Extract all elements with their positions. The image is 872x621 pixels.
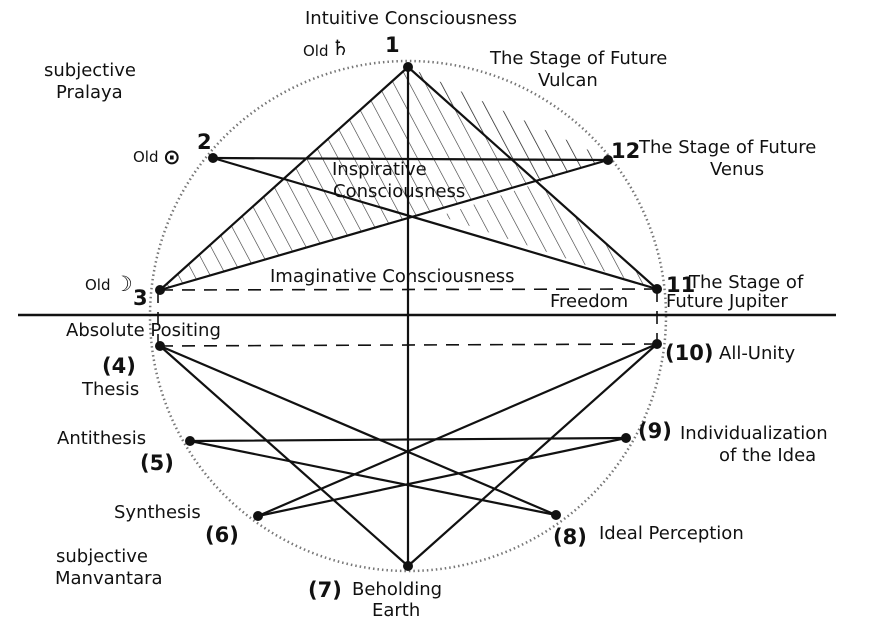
edge-5-8 <box>188 439 558 517</box>
label-jupiter-1: The Stage of <box>688 272 804 293</box>
label-beholding: Beholding <box>352 579 442 600</box>
node-number-3: 3 <box>133 286 148 310</box>
node-5 <box>185 436 195 446</box>
node-4 <box>155 341 165 351</box>
label-freedom: Freedom <box>550 291 628 312</box>
moon-icon: ☽ <box>114 272 133 296</box>
label-individualization-1: Individualization <box>680 423 828 444</box>
label-jupiter-2: Future Jupiter <box>666 291 788 312</box>
node-9 <box>621 433 631 443</box>
label-subjective-pralaya-1: subjective <box>44 60 136 81</box>
label-absolute-positing: Absolute Positing <box>66 320 221 341</box>
label-inspirative-2: Consciousness <box>333 181 465 202</box>
node-number-12: 12 <box>611 139 640 163</box>
label-subjective-manvantara-2: Manvantara <box>55 568 163 589</box>
sun-icon: ⊙ <box>163 145 181 169</box>
node-11 <box>652 284 662 294</box>
node-3 <box>155 285 165 295</box>
node-7 <box>403 561 413 571</box>
node-2 <box>208 153 218 163</box>
label-inspirative-1: Inspirative <box>332 159 427 180</box>
node-8 <box>551 510 561 520</box>
node-number-7: (7) <box>308 578 342 602</box>
node-number-2: 2 <box>197 130 212 154</box>
old-label-2: Old <box>133 148 159 166</box>
node-number-6: (6) <box>205 523 239 547</box>
label-vulcan-2: Vulcan <box>538 70 598 91</box>
edge-10-6 <box>256 342 659 518</box>
node-number-1: 1 <box>385 33 400 57</box>
edge-4-8 <box>158 344 558 517</box>
node-number-9: (9) <box>638 419 672 443</box>
node-number-8: (8) <box>553 525 587 549</box>
node-6 <box>253 511 263 521</box>
node-1 <box>403 62 413 72</box>
label-vulcan-1: The Stage of Future <box>489 48 667 69</box>
edge-5-9 <box>188 436 628 443</box>
node-number-5: (5) <box>140 451 174 475</box>
node-number-11: 11 <box>666 273 695 297</box>
saturn-icon: ♄ <box>331 36 350 60</box>
label-subjective-pralaya-2: Pralaya <box>56 82 123 103</box>
label-subjective-manvantara-1: subjective <box>56 546 148 567</box>
edge-4-7 <box>158 344 410 568</box>
label-individualization-2: of the Idea <box>719 445 816 466</box>
edge-2-11 <box>211 156 659 291</box>
label-thesis: Thesis <box>81 379 139 400</box>
label-intuitive-consciousness: Intuitive Consciousness <box>305 8 517 29</box>
label-antithesis: Antithesis <box>57 428 146 449</box>
edge-3-12 <box>158 158 610 292</box>
old-label-3: Old <box>85 276 111 294</box>
edge-10-7 <box>406 342 659 568</box>
label-venus-2: Venus <box>710 159 764 180</box>
label-venus-1: The Stage of Future <box>638 137 816 158</box>
label-ideal-perception: Ideal Perception <box>599 523 744 544</box>
node-10 <box>652 339 662 349</box>
edge-1-11 <box>406 65 659 291</box>
node-number-10: (10) <box>665 341 713 365</box>
label-synthesis: Synthesis <box>114 502 201 523</box>
label-all-unity: All-Unity <box>719 343 795 364</box>
node-number-4: (4) <box>102 354 136 378</box>
old-label-1: Old <box>303 42 329 60</box>
label-imaginative-consciousness: Imaginative Consciousness <box>270 266 515 287</box>
edge-6-9 <box>256 436 628 518</box>
node-12 <box>603 155 613 165</box>
edge-2-12 <box>211 156 610 162</box>
label-earth: Earth <box>372 600 420 621</box>
